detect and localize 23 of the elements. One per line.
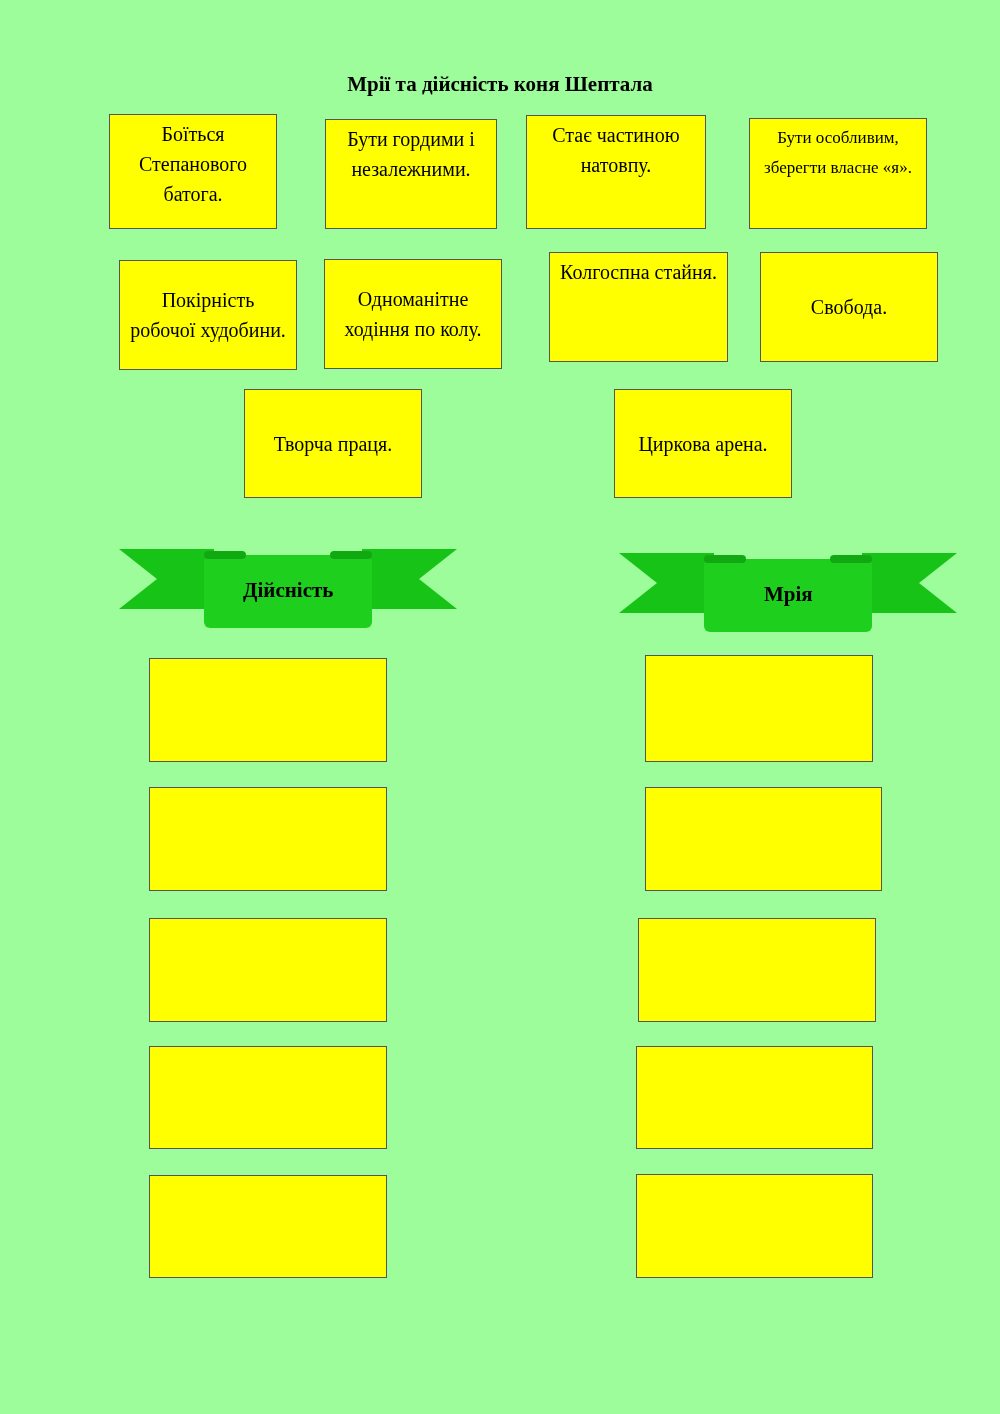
answer-card: Одноманітне ходіння по колу. <box>324 259 502 369</box>
drop-box <box>645 655 873 762</box>
drop-box <box>149 1175 387 1278</box>
banner-title: Мрія <box>764 582 813 607</box>
answer-card: Циркова арена. <box>614 389 792 498</box>
answer-card: Свобода. <box>760 252 938 362</box>
answer-card: Бути гордими і незалежними. <box>325 119 497 229</box>
worksheet-title: Мрії та дійсність коня Шептала <box>346 72 654 97</box>
drop-box <box>149 658 387 762</box>
drop-box <box>149 787 387 891</box>
drop-box <box>636 1046 873 1149</box>
answer-card: Боїться Степанового батога. <box>109 114 277 229</box>
drop-box <box>638 918 876 1022</box>
answer-card: Творча праця. <box>244 389 422 498</box>
answer-card: Покірність робочої худобини. <box>119 260 297 370</box>
answer-card: Колгоспна стайня. <box>549 252 728 362</box>
answer-card: Бути особливим, зберегти власне «я». <box>749 118 927 229</box>
drop-box <box>149 918 387 1022</box>
drop-box <box>636 1174 873 1278</box>
banner-title: Дійсність <box>243 578 334 603</box>
answer-card: Стає частиною натовпу. <box>526 115 706 229</box>
drop-box <box>645 787 882 891</box>
drop-box <box>149 1046 387 1149</box>
